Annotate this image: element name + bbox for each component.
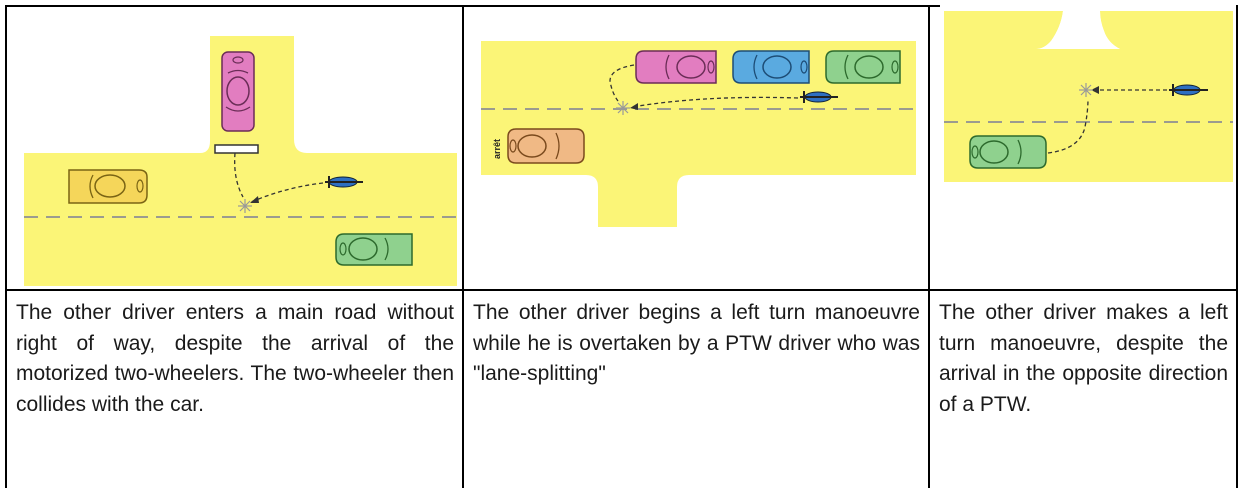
main-road: [481, 41, 916, 227]
ptw-motorcycle: [1169, 84, 1208, 96]
impact-icon: [616, 101, 630, 115]
green-car: [335, 233, 413, 266]
side-road-edge: [1036, 7, 1120, 49]
stop-label: arrêt: [492, 139, 502, 159]
ptw-motorcycle: [800, 91, 838, 103]
stop-line: [214, 144, 259, 154]
main-road: [24, 36, 457, 286]
scenario-1-svg: [24, 36, 457, 286]
table-border-left: [5, 5, 7, 488]
table-row-divider: [5, 289, 1238, 291]
scenario-2-description: The other driver begins a left turn mano…: [473, 301, 920, 385]
pink-car: [221, 51, 255, 132]
scenario-1-description: The other driver enters a main road with…: [16, 301, 454, 416]
table-border-top: [5, 5, 940, 7]
table-border-right: [1236, 5, 1238, 488]
scenario-3-description: The other driver makes a left turn manoe…: [939, 301, 1228, 416]
impact-icon: [1079, 83, 1093, 97]
yellow-car: [68, 169, 148, 204]
arrow-head: [250, 196, 259, 203]
ptw-trajectory: [631, 96, 799, 108]
green-car: [825, 50, 901, 84]
arrow-head: [630, 103, 638, 110]
scenario-3-diagram: [930, 7, 1236, 289]
ptw-motorcycle: [325, 176, 363, 188]
table-column-divider: [928, 5, 930, 488]
impact-icon: [238, 199, 252, 213]
car-trajectory: [234, 152, 244, 198]
car-trajectory: [609, 64, 635, 102]
green-car: [969, 135, 1047, 169]
scenario-2-diagram: arrêt: [464, 7, 928, 289]
ptw-trajectory: [250, 182, 324, 203]
pink-car: [635, 50, 717, 84]
scenario-1-diagram: [7, 7, 462, 289]
scenario-3-svg: [944, 7, 1233, 182]
orange-car: [507, 128, 585, 164]
scenario-2-svg: arrêt: [481, 41, 916, 227]
blue-car: [732, 50, 810, 84]
table-column-divider: [462, 5, 464, 488]
car-trajectory: [1047, 98, 1089, 154]
arrow-head: [1091, 86, 1099, 94]
